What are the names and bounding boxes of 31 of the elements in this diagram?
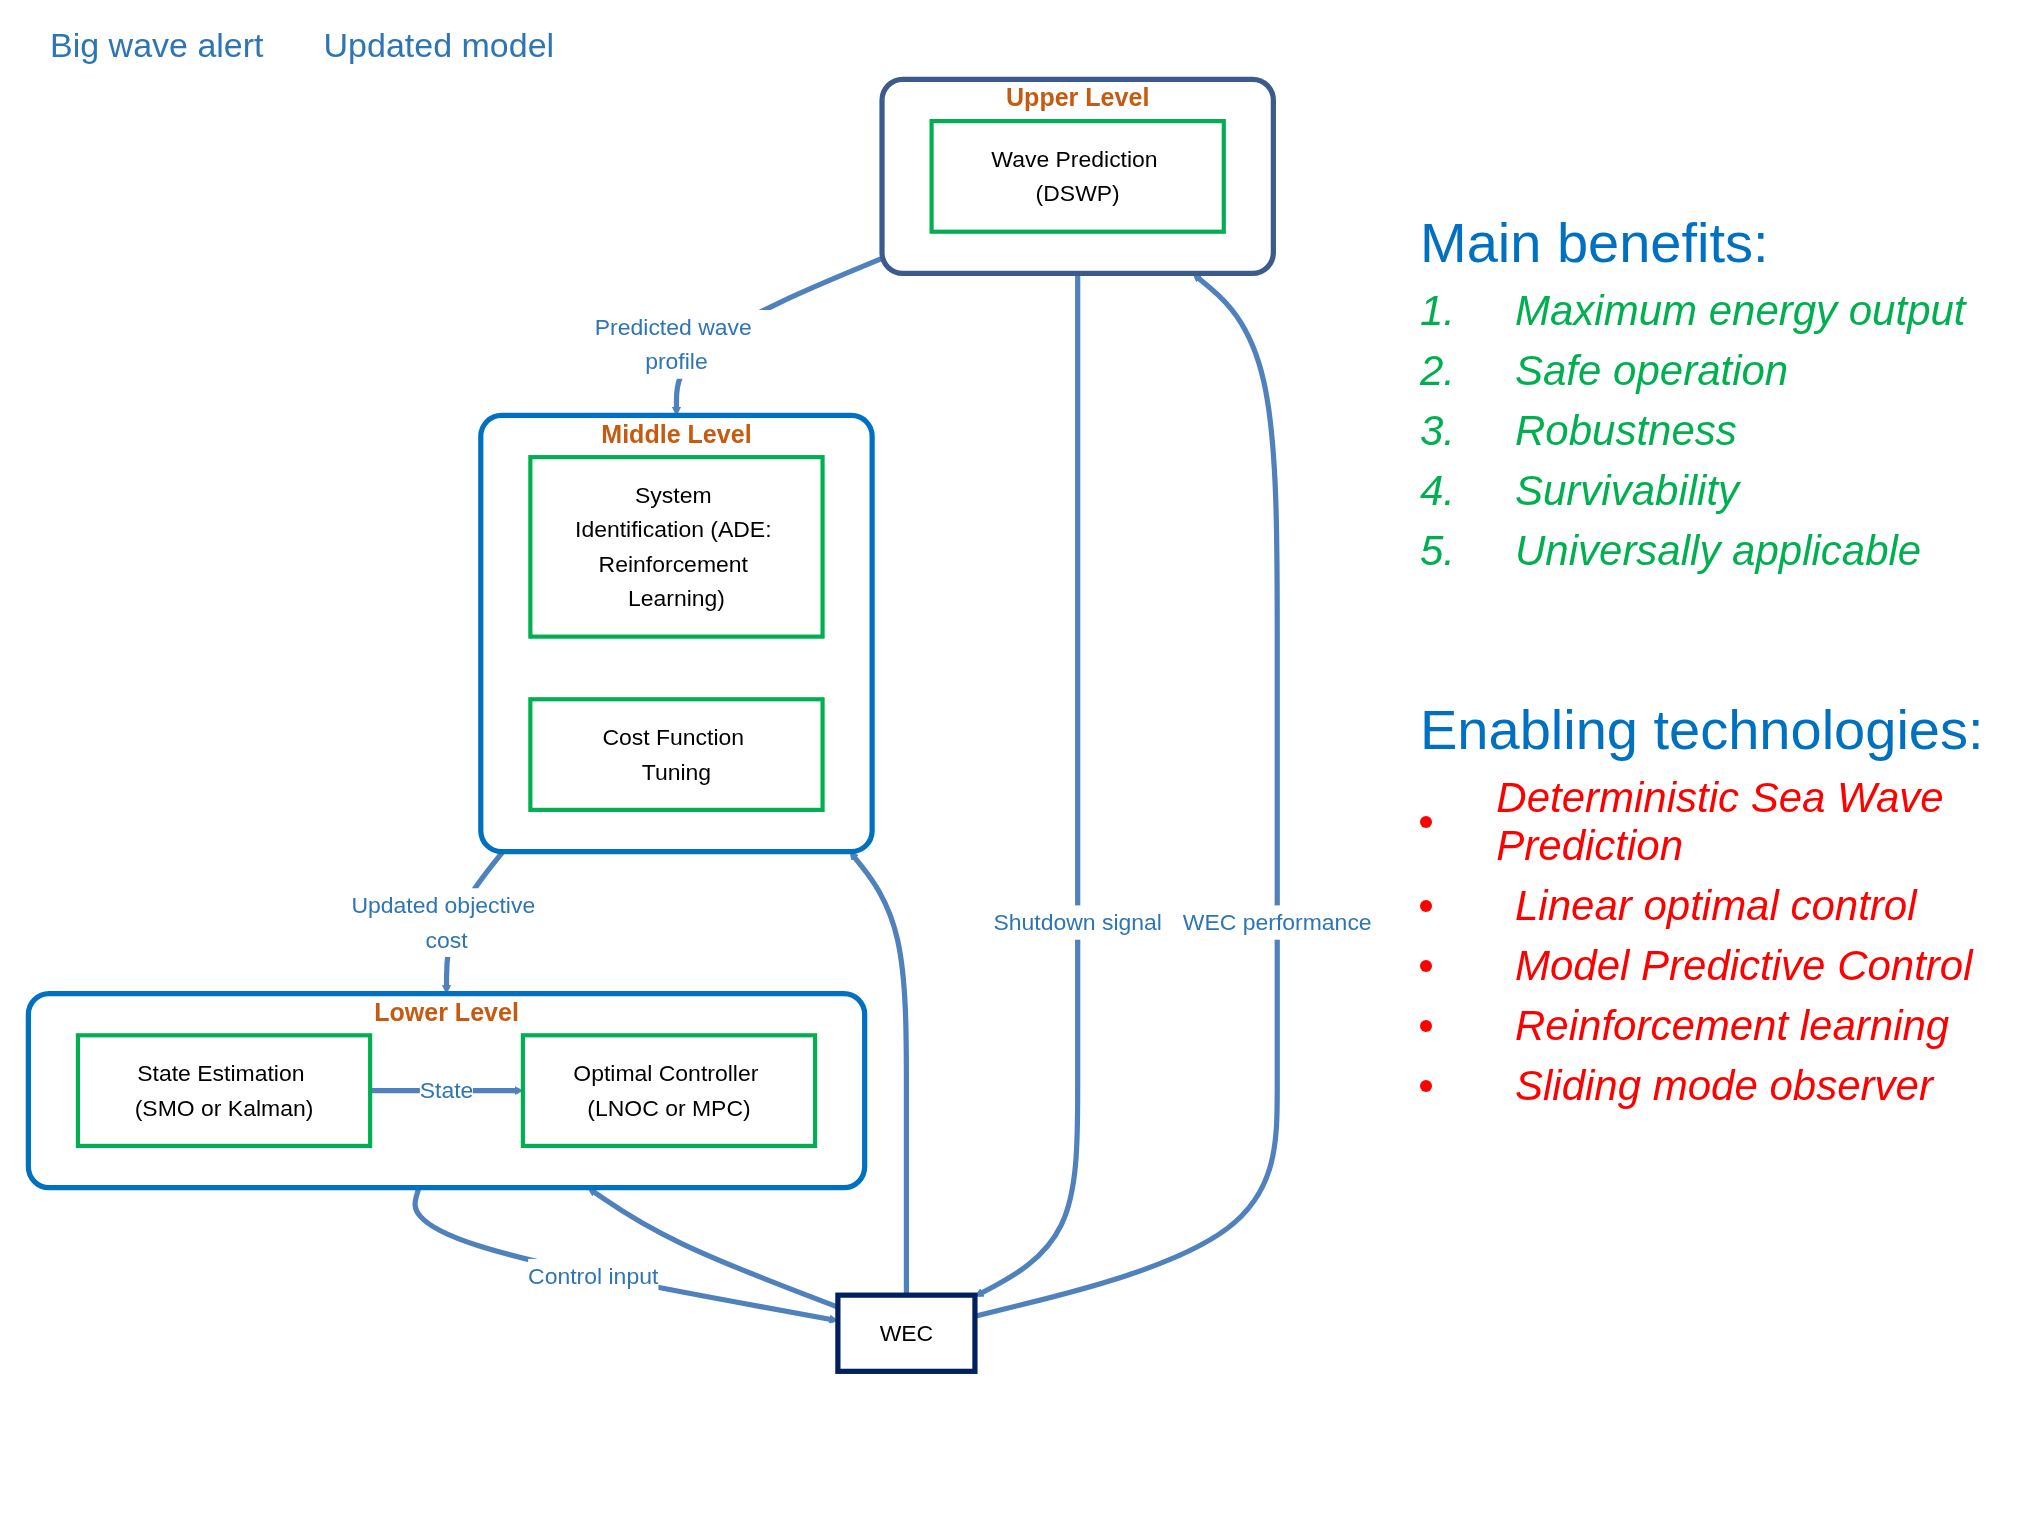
list-number: 5. [1420, 527, 1457, 575]
edge-label: Control input [528, 1263, 659, 1290]
technology-item: Sliding mode observer [1515, 1062, 1933, 1110]
list-number: 4. [1420, 467, 1457, 515]
edge-label: WEC performance [1182, 909, 1372, 936]
edge-note: Big wave alert [50, 26, 264, 65]
benefit-item: Survivability [1515, 467, 1740, 515]
section-heading: Enabling technologies: [1420, 697, 1985, 762]
benefit-item: Robustness [1515, 407, 1737, 455]
node-box: WEC [835, 1292, 978, 1374]
node-box: Wave Prediction (DSWP) [929, 119, 1226, 234]
technology-item: Model Predictive Control [1515, 942, 1973, 990]
node-box: System Identification (ADE: Reinforcement Learning) [528, 455, 825, 639]
technology-item: Reinforcement learning [1515, 1002, 1950, 1050]
list-number: 2. [1420, 347, 1457, 395]
benefit-item: Safe operation [1515, 347, 1789, 395]
technology-item: Linear optimal control [1515, 882, 1917, 930]
benefit-item: Universally applicable [1515, 527, 1922, 575]
list-number: 3. [1420, 407, 1457, 455]
list-number: 1. [1420, 287, 1457, 335]
edge-label: Updated objective cost [351, 892, 536, 953]
edge-note: Updated model [323, 26, 555, 65]
edge-label: Predicted wave profile [594, 314, 752, 375]
section-heading: Main benefits: [1420, 210, 1770, 275]
node-box: Optimal Controller (LNOC or MPC) [520, 1033, 818, 1148]
node-box: Cost Function Tuning [528, 697, 825, 812]
edge-label: Shutdown signal [993, 909, 1162, 936]
technology-item: Deterministic Sea Wave Prediction [1496, 774, 1945, 870]
benefit-item: Maximum energy output [1515, 287, 1966, 335]
node-box: State Estimation (SMO or Kalman) [75, 1033, 373, 1148]
edge-label: State [419, 1077, 474, 1104]
